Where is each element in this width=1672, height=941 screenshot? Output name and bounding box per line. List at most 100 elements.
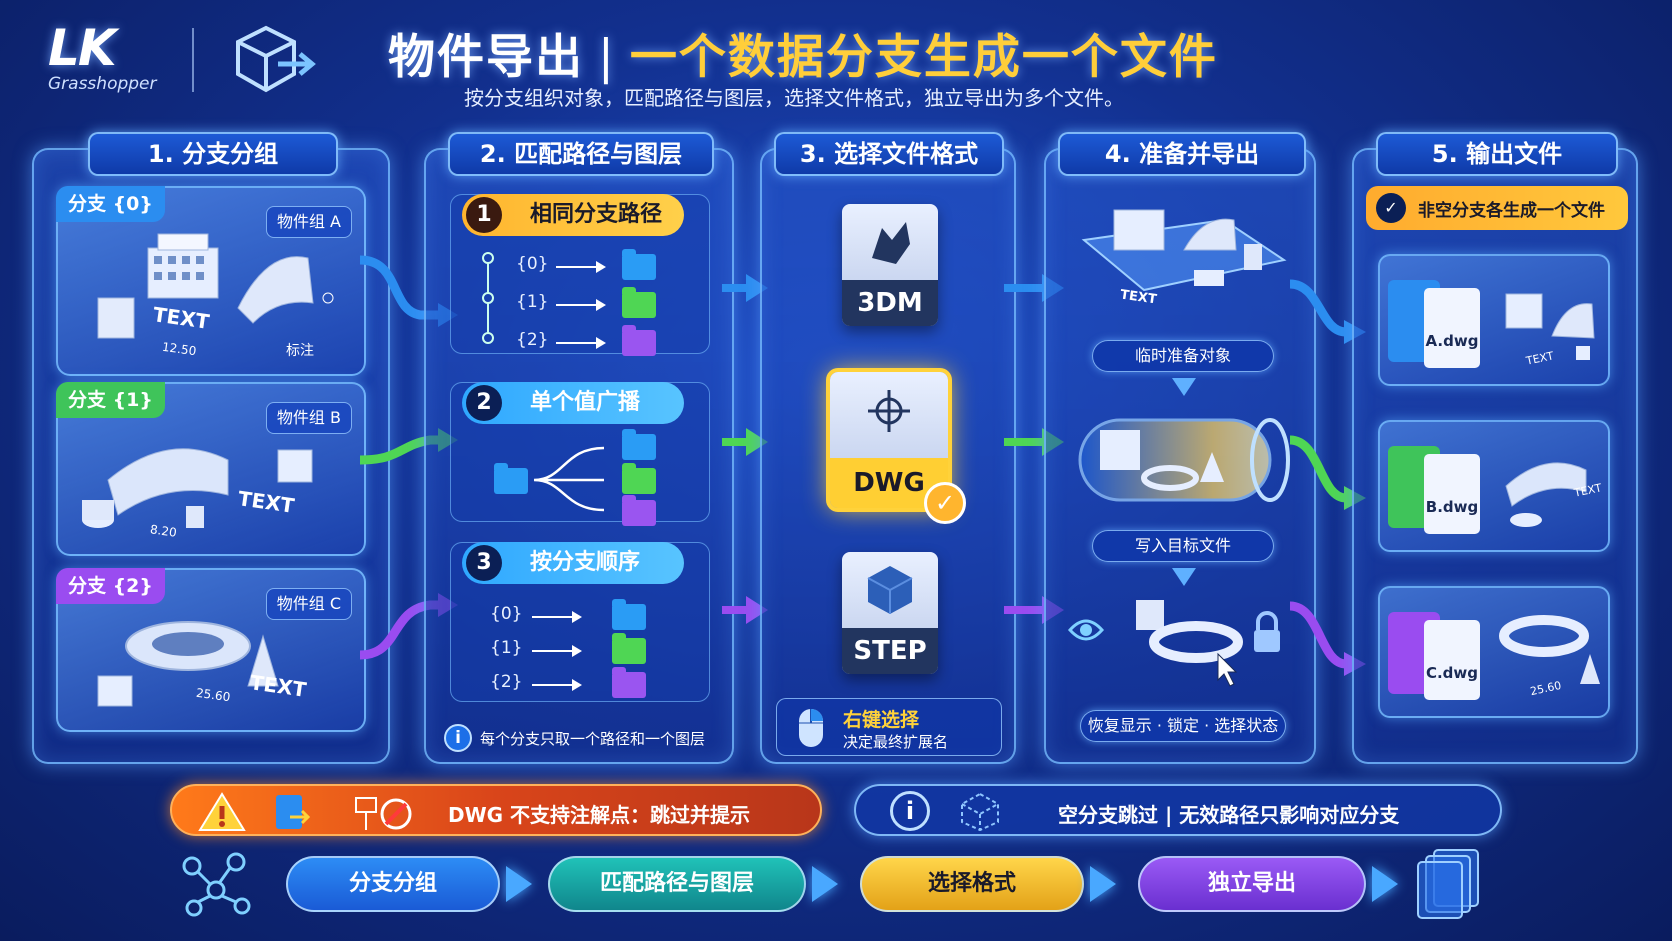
building-thumb-icon [1505,293,1595,360]
group-tag-c: 物件组 C [265,588,352,620]
logo-mark: LK [48,19,117,77]
folder-icon [622,463,656,494]
arrow-shaft [722,438,750,446]
format-label-step: STEP [842,628,938,674]
mode1-arrow [556,261,606,273]
mode3-arrow [532,645,582,657]
branch-card-0: 分支 {0} 物件组 A TEXT 12.50 标注 [56,186,366,376]
format-dwg-selected[interactable]: DWG ✓ [830,372,966,524]
mode3-arrow [532,611,582,623]
panel-output-files: 5. 输出文件 ✓ 非空分支各生成一个文件 A.dwg TEXT B.dwg T… [1352,132,1638,764]
network-icon [182,852,251,917]
flow-step-export: 独立导出 [1138,856,1366,912]
panel4-title: 4. 准备并导出 [1058,132,1306,176]
folder-icon [622,429,656,460]
title-right: 一个数据分支生成一个文件 [629,30,1218,85]
file-name-a: A.dwg [1424,288,1480,368]
down-arrow-icon [1172,568,1196,586]
dwg-warning-text: DWG 不支持注解点：跳过并提示 [448,803,751,827]
mode1-row-2: {2} [516,330,549,350]
building-scene-icon [97,233,334,339]
panel-prepare-export: 4. 准备并导出 TEXT 临时准备对象 写入目标文件 恢复显示 · 锁定 · … [1044,132,1316,764]
hint-title: 右键选择 [843,709,920,731]
arrow-shaft [1004,438,1044,446]
warning-icon [198,792,246,831]
folder-icon [622,325,656,356]
pavilion-thumb-icon [1505,462,1587,527]
panel5-title: 5. 输出文件 [1376,132,1618,176]
stacked-files-icon [1417,849,1479,919]
panel-file-format: 3. 选择文件格式 3DM DWG ✓ STEP 右键选择 决定最终扩展名 [760,132,1016,764]
down-arrow-icon [1172,378,1196,396]
folder-icon [494,463,528,494]
pavilion-scene-icon [82,448,313,528]
panel2-title: 2. 匹配路径与图层 [448,132,714,176]
folder-icon [612,667,646,698]
branch-card-1: 分支 {1} 物件组 B TEXT 8.20 [56,382,366,556]
output-file-c: C.dwg 25.60 [1378,586,1610,718]
restore-scene-icon [1067,600,1280,687]
stadium-scene-icon [97,621,279,707]
empty-cube-icon [961,792,999,832]
header-divider [192,28,194,92]
mode-header-1: 1 相同分支路径 [462,194,684,236]
mode1-row-0: {0} [516,254,549,274]
mode-label-1: 相同分支路径 [530,202,663,227]
arrow-shaft [1004,284,1044,292]
flow-step-match-path: 匹配路径与图层 [548,856,806,912]
mode-header-3: 3 按分支顺序 [462,542,684,584]
format-label-3dm: 3DM [842,280,938,326]
flow-arrow [812,866,838,902]
flow-arrow [1090,866,1116,902]
flow-arrow [1372,866,1398,902]
folder-icon [612,599,646,630]
logo: LK Grasshopper [48,22,208,102]
step-restore: 恢复显示 · 锁定 · 选择状态 [1080,710,1286,742]
mode1-arrow [556,337,606,349]
page-title: 物件导出 |一个数据分支生成一个文件 [388,18,1218,87]
step-prepare: 临时准备对象 [1092,340,1274,372]
mode-number-2: 2 [466,385,502,421]
annotation-blocked-icon [355,797,412,830]
info-icon: i [890,791,930,831]
step-write: 写入目标文件 [1092,530,1274,562]
output-file-b: B.dwg TEXT [1378,420,1610,552]
mode-number-1: 1 [466,197,502,233]
mode-header-2: 2 单个值广播 [462,382,684,424]
stadium-thumb-icon [1499,615,1600,684]
panel3-title: 3. 选择文件格式 [774,132,1004,176]
group-tag-b: 物件组 B [265,402,352,434]
crosshair-icon [868,390,910,432]
mode-number-3: 3 [466,545,502,581]
badge-label: 非空分支各生成一个文件 [1418,201,1605,221]
cube-icon [867,566,913,614]
mode-label-3: 按分支顺序 [530,550,641,575]
folder-icon [622,495,656,526]
folder-icon [622,287,656,318]
mode3-arrow [532,679,582,691]
check-icon: ✓ [924,482,966,524]
arrow-shaft [722,284,750,292]
right-click-hint: 右键选择 决定最终扩展名 [776,698,1002,756]
title-left: 物件导出 [388,30,584,85]
branch-tag-0: 分支 {0} [56,186,165,222]
mode3-row-2: {2} [490,672,523,692]
flow-arrow [506,866,532,902]
format-step[interactable]: STEP [842,552,938,674]
branch-tag-2: 分支 {2} [56,568,165,604]
logo-subtitle: Grasshopper [48,74,157,94]
dwg-warning-bar: DWG 不支持注解点：跳过并提示 [170,784,822,836]
panel-branch-group: 1. 分支分组 分支 {0} 物件组 A TEXT 12.50 标注 分支 {1… [32,132,390,764]
file-name-c: C.dwg [1424,620,1480,700]
file-export-icon [276,795,310,829]
title-separator: | [598,30,616,85]
rhino-icon [872,222,910,264]
arrow-shaft [722,606,750,614]
mode3-row-1: {1} [490,638,523,658]
export-tube-icon [1078,418,1290,502]
format-3dm[interactable]: 3DM [842,204,938,326]
broadcast-arrows-icon [534,446,605,512]
hint-subtitle: 决定最终扩展名 [843,733,949,751]
page-subtitle: 按分支组织对象，匹配路径与图层，选择文件格式，独立导出为多个文件。 [464,86,1124,110]
mode1-row-1: {1} [516,292,549,312]
